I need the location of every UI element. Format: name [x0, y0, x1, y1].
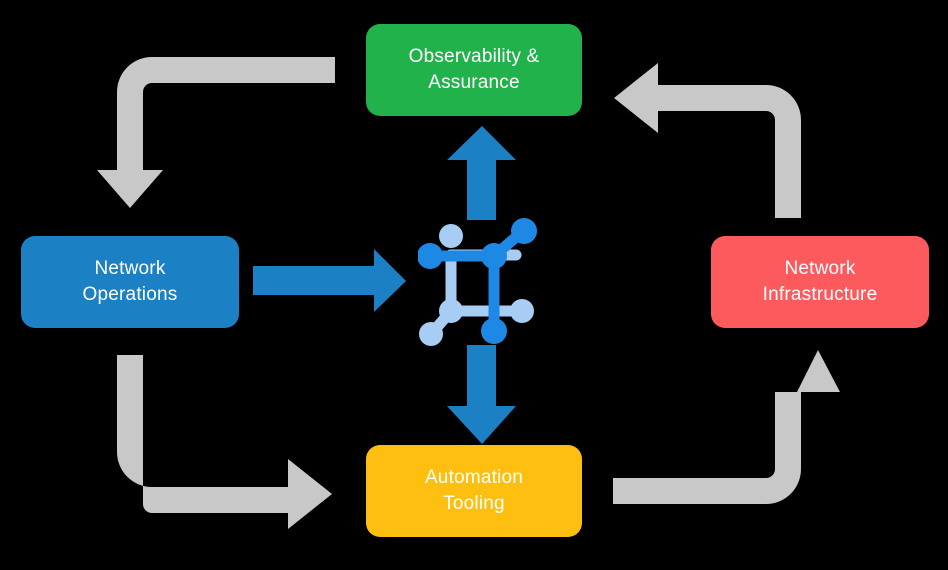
node-network-infrastructure[interactable]: Network Infrastructure	[711, 236, 929, 328]
topology-nodes-secondary	[419, 224, 534, 346]
node-network-operations[interactable]: Network Operations	[21, 236, 239, 328]
topology-links-secondary	[426, 249, 522, 339]
node-automation-tooling[interactable]: Automation Tooling	[366, 445, 582, 537]
gray-arrow-network-operations-to-automation-tooling	[117, 355, 332, 529]
blue-arrow-center-to-automation-tooling	[447, 345, 516, 444]
blue-arrow-center-to-observability	[447, 126, 516, 220]
blue-arrow-network-operations-to-center	[253, 249, 406, 312]
topology-nodes-primary	[418, 218, 537, 344]
gray-arrow-observability-to-network-operations	[97, 57, 335, 208]
network-topology-icon	[418, 218, 537, 346]
node-observability-assurance[interactable]: Observability & Assurance	[366, 24, 582, 116]
gray-arrow-automation-tooling-to-network-infrastructure	[613, 350, 840, 504]
gray-arrow-network-infrastructure-to-observability	[614, 63, 801, 218]
